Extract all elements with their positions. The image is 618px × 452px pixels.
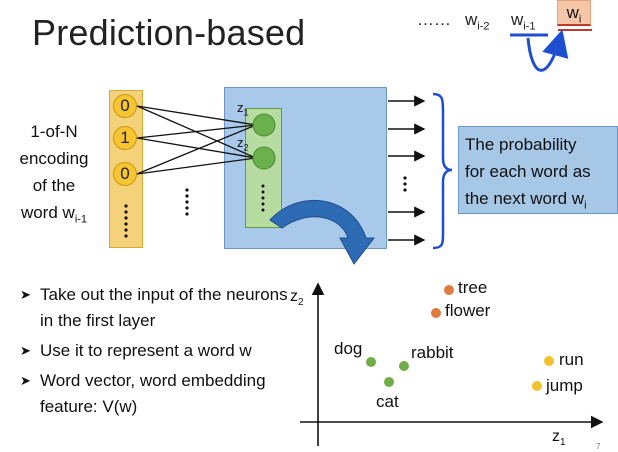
word-w-i-minus-1: wi-1	[511, 10, 536, 33]
word-label-tree: tree	[458, 278, 488, 297]
plot-x-label: z1	[552, 428, 566, 449]
bullet-arrow-icon: ➤	[20, 343, 31, 358]
page-number: 7	[596, 442, 601, 451]
hidden-neuron-z1	[252, 113, 276, 137]
prediction-arrow-icon	[526, 29, 569, 72]
point-run	[544, 356, 554, 366]
bullet-arrow-icon: ➤	[20, 287, 31, 302]
plot-y-label: z2	[290, 288, 304, 309]
input-to-hidden-connections	[136, 105, 257, 175]
word-label-dog: dog	[334, 339, 363, 358]
bullet-item: ➤Word vector, word embedding feature: V(…	[20, 368, 290, 420]
input-ellipsis-icon	[124, 204, 128, 238]
input-bit-1: 0	[113, 94, 137, 118]
input-encoding-label: 1-of-N encoding of the word wi-1	[19, 122, 89, 226]
point-jump	[532, 381, 542, 391]
word-label-flower: flower	[445, 301, 491, 320]
output-probability-box: The probability for each word as the nex…	[458, 126, 618, 214]
z2-label: z2	[237, 135, 249, 153]
slide-title: Prediction-based	[32, 12, 306, 53]
output-ellipsis-icon	[403, 176, 407, 192]
bullet-arrow-icon: ➤	[20, 373, 31, 388]
word-label-cat: cat	[376, 392, 399, 411]
middle-ellipsis-icon	[185, 188, 189, 216]
input-bit-3: 0	[113, 162, 137, 186]
point-tree	[444, 285, 454, 295]
sequence-ellipsis: ……	[417, 10, 451, 29]
word-w-i-minus-2: wi-2	[465, 10, 490, 33]
bullet-item: ➤Use it to represent a word w	[20, 338, 290, 364]
point-rabbit	[399, 361, 409, 371]
point-flower	[431, 308, 441, 318]
word-label-jump: jump	[546, 376, 583, 395]
z1-label: z1	[237, 100, 249, 118]
word-label-rabbit: rabbit	[411, 343, 454, 362]
target-word-w-i: wi	[557, 0, 591, 26]
bullet-item: ➤Take out the input of the neurons in th…	[20, 282, 290, 334]
word-label-run: run	[559, 350, 584, 369]
point-dog	[366, 357, 376, 367]
output-arrows	[388, 95, 426, 246]
embedding-arrow-icon	[269, 199, 376, 265]
hidden-neuron-z2	[252, 146, 276, 170]
bullet-list: ➤Take out the input of the neurons in th…	[20, 282, 290, 424]
output-brace-icon	[432, 92, 453, 250]
point-cat	[384, 377, 394, 387]
hidden-ellipsis-icon	[261, 184, 265, 212]
input-bit-2: 1	[113, 126, 137, 150]
